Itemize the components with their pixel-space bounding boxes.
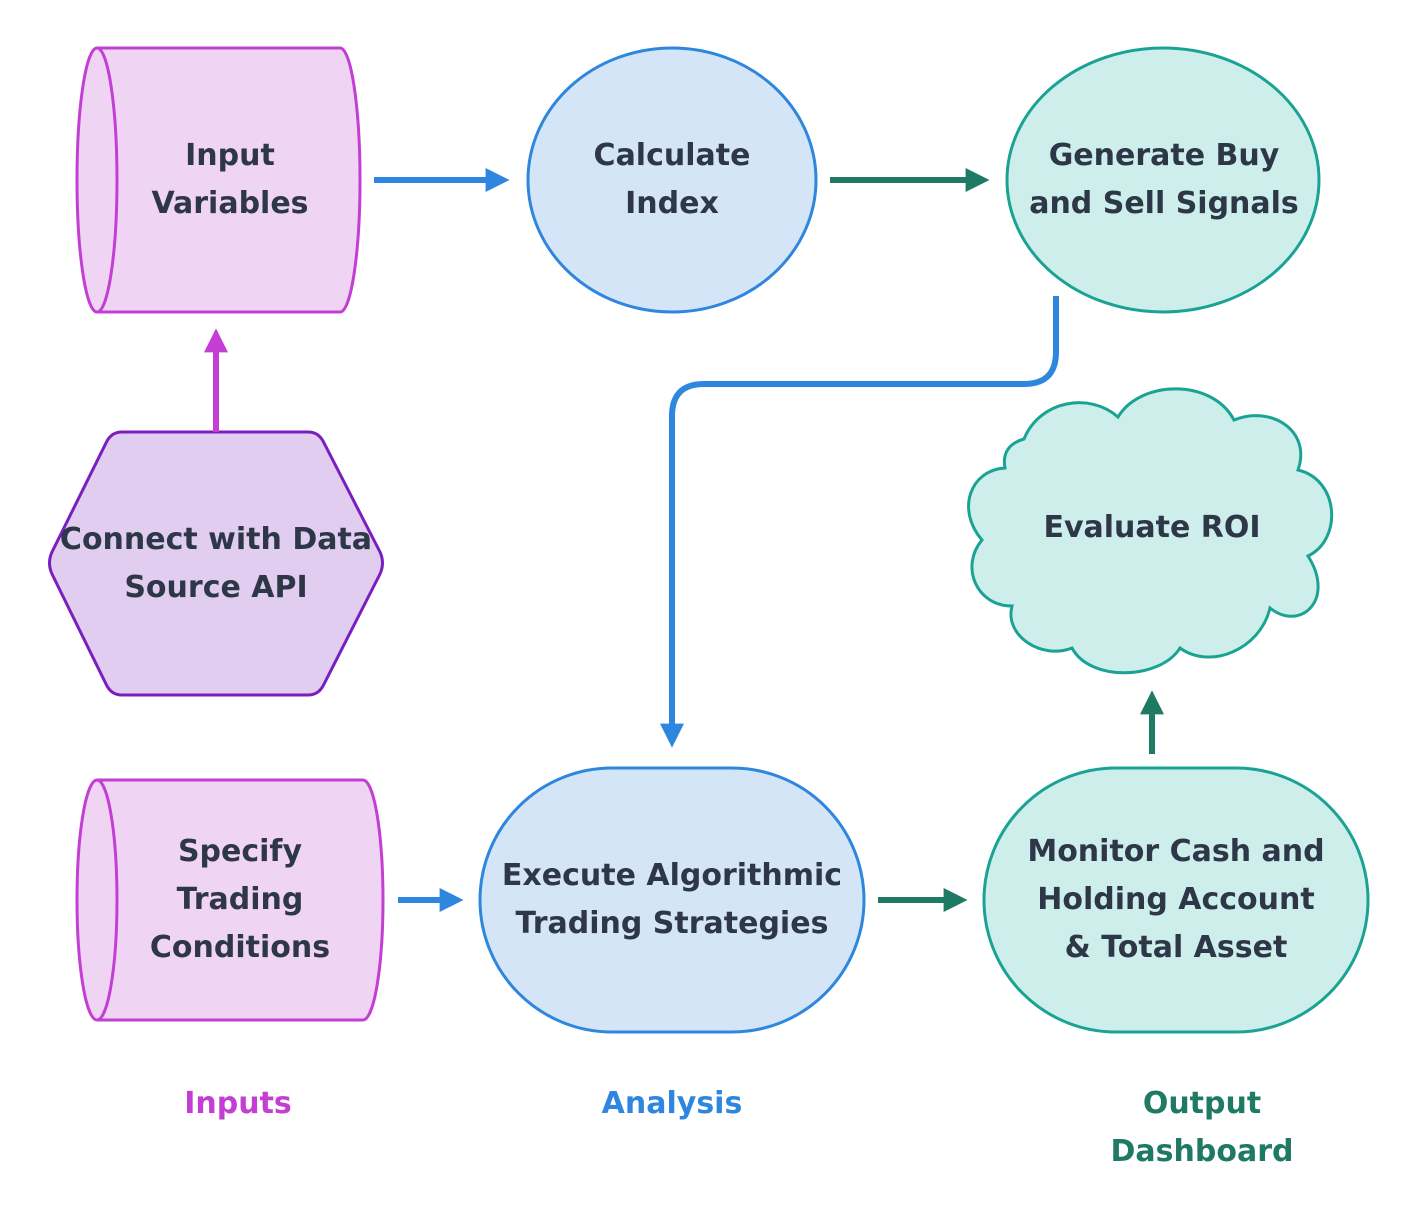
label-execute-strategies: Execute Algorithmic Trading Strategies — [501, 858, 843, 941]
node-connect-api[interactable] — [48, 430, 384, 697]
label-generate-signals: Generate Buy and Sell Signals — [1029, 138, 1299, 221]
label-calculate-index: Calculate Index — [593, 138, 751, 221]
label-input-variables: Input Variables — [151, 138, 309, 221]
cylinder-body — [75, 778, 385, 1022]
node-calculate-index[interactable] — [526, 46, 818, 314]
label-monitor-account: Monitor Cash and Holding Account & Total… — [1027, 834, 1325, 965]
node-execute-strategies[interactable] — [478, 766, 866, 1034]
node-generate-signals[interactable] — [1005, 46, 1321, 314]
cylinder-front-rim — [96, 46, 119, 314]
cylinder-front-rim — [96, 778, 119, 1022]
edge-generate-signals-to-execute-strategies — [660, 296, 1059, 748]
label-evaluate-roi: Evaluate ROI — [1043, 510, 1261, 545]
node-monitor-account[interactable] — [982, 766, 1370, 1034]
column-label-analysis: Analysis — [601, 1086, 743, 1121]
column-label-output-dashboard: Output Dashboard — [1110, 1086, 1294, 1169]
label-specify-conditions: Specify Trading Conditions — [149, 834, 331, 965]
node-evaluate-roi[interactable] — [967, 387, 1333, 675]
node-specify-conditions[interactable] — [75, 778, 385, 1022]
column-label-inputs: Inputs — [184, 1086, 292, 1121]
node-input-variables[interactable] — [75, 46, 362, 314]
label-connect-api: Connect with Data Source API — [59, 522, 373, 605]
cylinder-body — [75, 46, 362, 314]
